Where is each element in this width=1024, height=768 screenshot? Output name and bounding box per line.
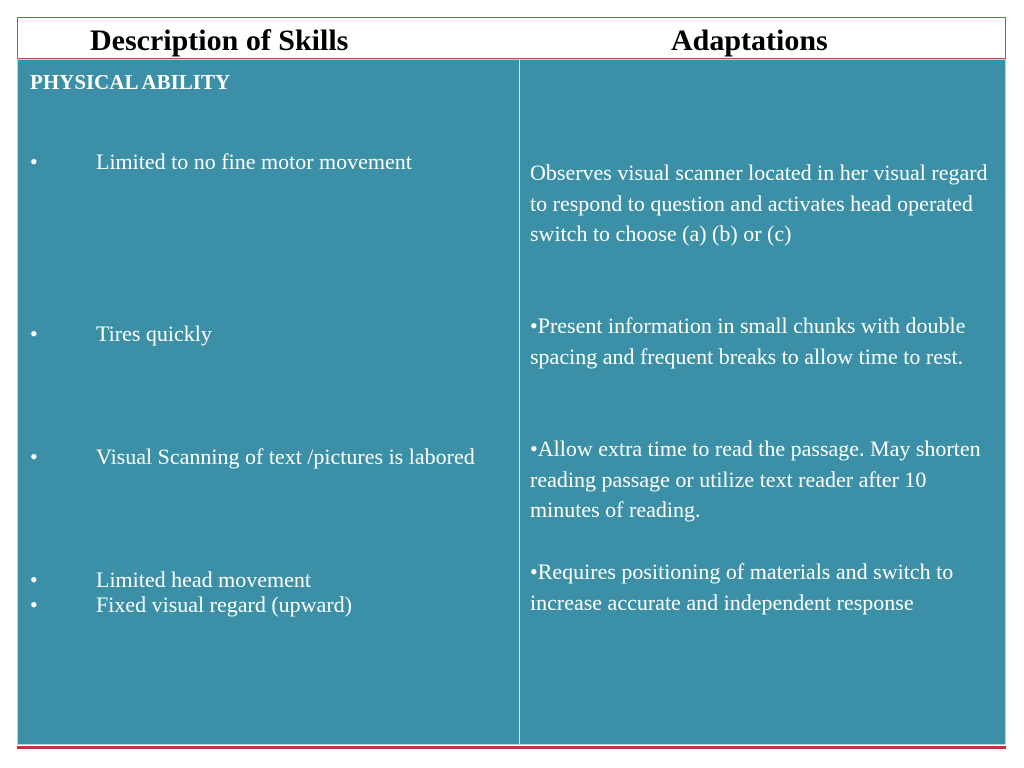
bullet-marker: • <box>30 567 38 592</box>
skill-text: Visual Scanning of text /pictures is lab… <box>96 444 475 469</box>
header-adaptations: Adaptations <box>671 24 828 57</box>
skill-text: Limited head movement <box>96 567 312 592</box>
skills-table: PHYSICAL ABILITY • Limited to no fine mo… <box>17 59 1006 745</box>
adaptation-paragraph-1: Observes visual scanner located in her v… <box>530 160 988 246</box>
adaptations-column: Observes visual scanner located in her v… <box>520 60 1005 744</box>
skill-text: Fixed visual regard (upward) <box>96 592 352 617</box>
bullet-marker: • <box>30 321 38 346</box>
bullet-marker: • <box>30 592 38 617</box>
skill-text: Limited to no fine motor movement <box>96 149 412 174</box>
footer-divider <box>17 746 1006 749</box>
skill-text: Tires quickly <box>96 321 212 346</box>
adaptation-paragraph-3: •Allow extra time to read the passage. M… <box>530 436 981 522</box>
header-bar: Description of Skills Adaptations <box>17 17 1006 59</box>
header-description-of-skills: Description of Skills <box>90 24 349 57</box>
skills-column: PHYSICAL ABILITY • Limited to no fine mo… <box>18 60 520 744</box>
adaptation-paragraph-4: •Requires positioning of materials and s… <box>530 559 954 615</box>
bullet-marker: • <box>30 444 38 469</box>
bullet-marker: • <box>30 149 38 174</box>
section-title-physical-ability: PHYSICAL ABILITY <box>30 70 231 94</box>
adaptation-paragraph-2: •Present information in small chunks wit… <box>530 313 966 369</box>
